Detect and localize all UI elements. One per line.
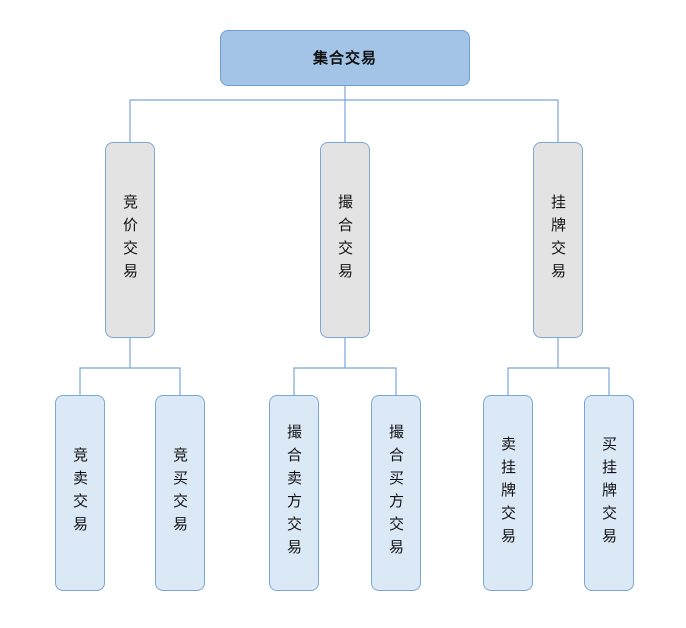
leaf-label: 竞卖交易 [71,447,89,539]
leaf-node-auction-sell: 竞卖交易 [55,395,105,591]
branch-label: 撮合交易 [336,194,354,286]
leaf-label: 买挂牌交易 [600,435,618,551]
leaf-node-matching-buyer: 撮合买方交易 [371,395,421,591]
connector-branch2-bus [293,367,397,395]
leaf-label: 撮合卖方交易 [285,424,303,562]
branch-node-auction: 竞价交易 [105,142,155,338]
connector-branch3-bus [507,367,610,395]
leaf-node-listing-buy: 买挂牌交易 [584,395,634,591]
branch-label: 竞价交易 [121,194,139,286]
leaf-label: 撮合买方交易 [387,424,405,562]
connector-root-bus [129,99,559,142]
leaf-label: 卖挂牌交易 [499,435,517,551]
connector-branch1-bus [79,367,181,395]
branch-node-listing: 挂牌交易 [533,142,583,338]
leaf-node-listing-sell: 卖挂牌交易 [483,395,533,591]
leaf-label: 竞买交易 [171,447,189,539]
leaf-node-auction-buy: 竞买交易 [155,395,205,591]
branch-node-matching: 撮合交易 [320,142,370,338]
leaf-node-matching-seller: 撮合卖方交易 [269,395,319,591]
root-node: 集合交易 [220,30,470,86]
root-label: 集合交易 [312,49,377,67]
branch-label: 挂牌交易 [549,194,567,286]
